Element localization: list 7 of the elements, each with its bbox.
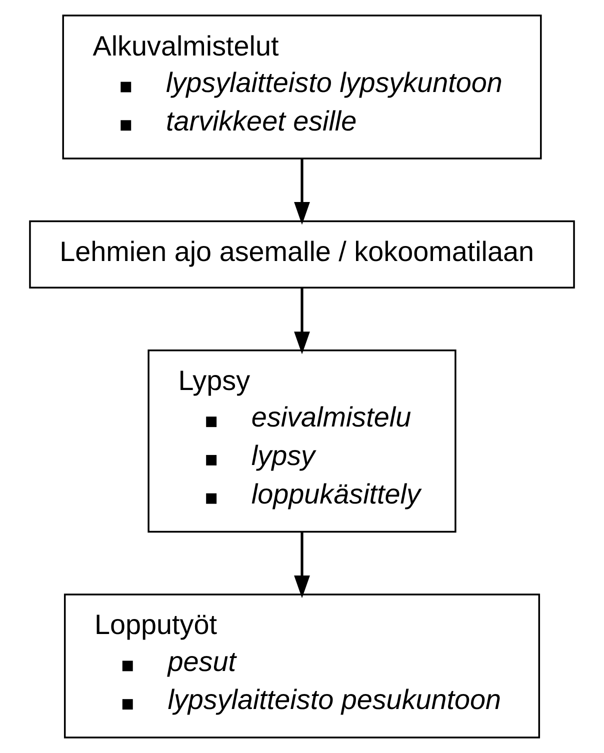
node-box: Alkuvalmistelut lypsylaitteisto lypsykuntoon tarvikkeet esille xyxy=(62,14,542,160)
node-box: Lehmien ajo asemalle / kokoomatilaan xyxy=(29,220,575,288)
node-box: Lypsy esivalmistelu lypsy loppukäsittely xyxy=(148,349,456,533)
arrow xyxy=(294,288,310,354)
node-box: Lopputyöt pesut lypsylaitteisto pesukuntoon xyxy=(64,594,540,738)
arrow xyxy=(294,532,310,598)
arrow xyxy=(294,158,310,225)
